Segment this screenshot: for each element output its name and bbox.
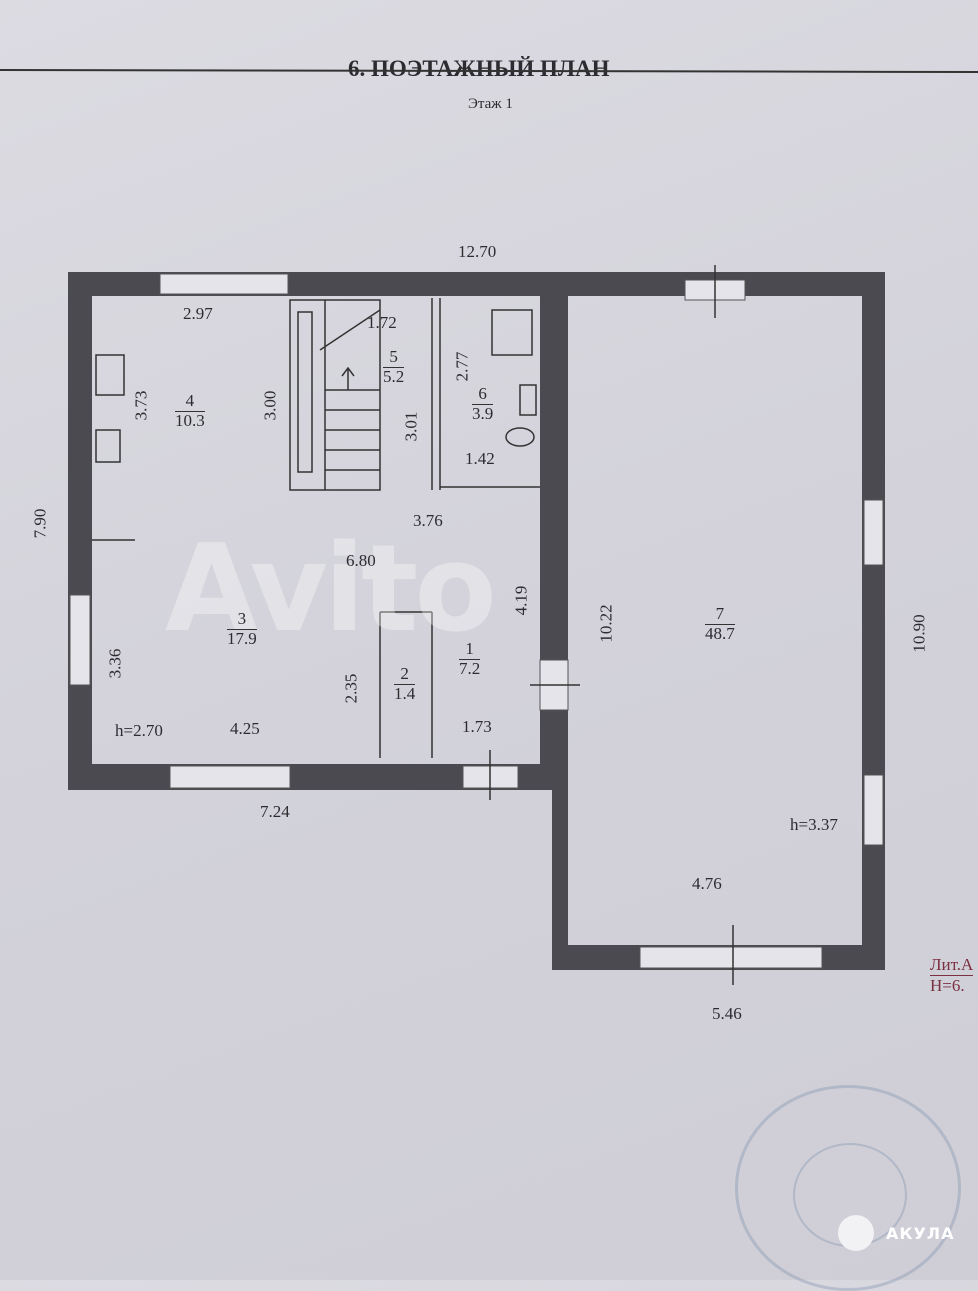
dim-r4-depth: 3.73 — [131, 390, 151, 421]
dim-r4-side: 3.00 — [260, 390, 280, 421]
logo-text: АКУЛА — [886, 1223, 955, 1243]
floor-label: Этаж 1 — [468, 96, 513, 112]
dim-hall-b: 6.80 — [346, 551, 376, 570]
dim-left-total: 7.90 — [30, 508, 50, 539]
stamp — [735, 1085, 961, 1291]
watermark: Avito — [165, 520, 497, 659]
dim-r2-depth: 2.35 — [341, 673, 361, 704]
dim-right-total: 10.90 — [909, 614, 929, 653]
dim-hall-c: 4.19 — [511, 585, 531, 616]
height-right: h=3.37 — [790, 815, 838, 834]
dim-hall-a: 3.76 — [413, 511, 443, 530]
dim-r6-width: 1.42 — [465, 449, 495, 468]
dim-r5-width: 1.72 — [367, 313, 397, 332]
shark-icon — [838, 1215, 874, 1251]
dim-room7-width: 4.76 — [692, 874, 722, 893]
dim-room7-depth: 10.22 — [596, 604, 616, 643]
dim-r1-width: 1.73 — [462, 717, 492, 736]
dim-r5-depth: 3.01 — [401, 411, 421, 442]
windows — [69, 273, 884, 969]
dim-r6-depth: 2.77 — [452, 351, 472, 382]
akula-logo: АКУЛА — [838, 1215, 954, 1251]
page-title: 6. ПОЭТАЖНЫЙ ПЛАН — [348, 56, 610, 81]
dim-bottom-left: 7.24 — [260, 802, 290, 821]
dim-r4-width: 2.97 — [183, 304, 213, 323]
dim-top-total: 12.70 — [458, 242, 497, 261]
dim-r3-width: 4.25 — [230, 719, 260, 738]
height-left: h=2.70 — [115, 721, 163, 740]
dim-r3-depth: 3.36 — [105, 648, 125, 679]
dim-bottom-right: 5.46 — [712, 1004, 742, 1023]
